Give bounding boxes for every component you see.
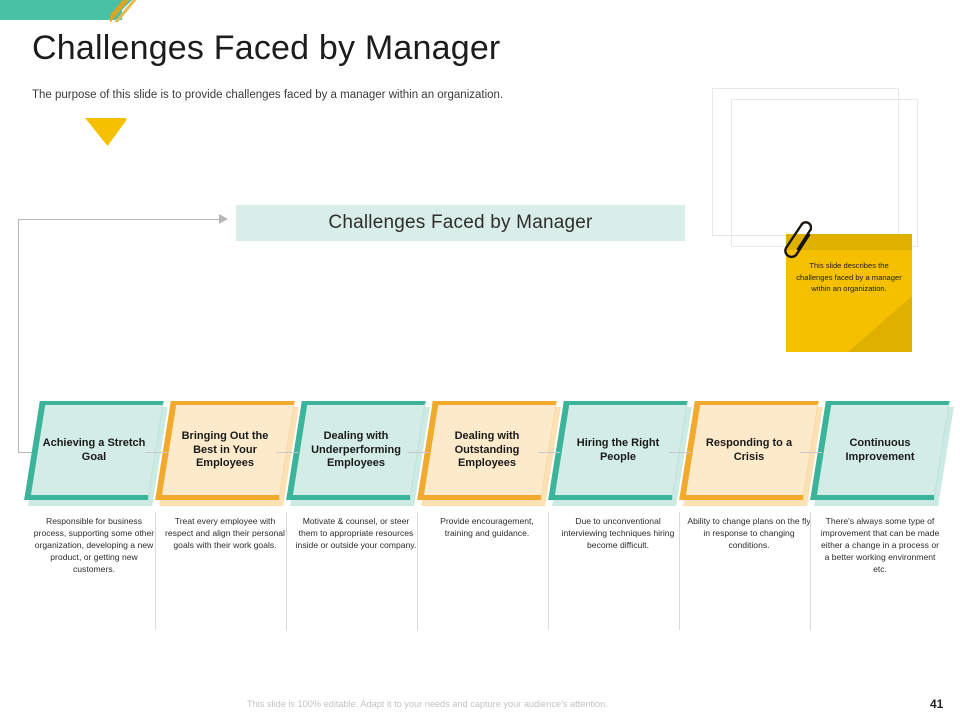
description-divider <box>548 512 549 630</box>
challenge-card[interactable]: Dealing with Underperforming Employees <box>286 401 430 506</box>
paperclip-icon <box>784 221 812 259</box>
page-number: 41 <box>930 697 944 711</box>
card-connector-line <box>800 452 822 453</box>
card-connector-line <box>407 452 429 453</box>
description-divider <box>679 512 680 630</box>
challenge-card[interactable]: Responding to a Crisis <box>679 401 823 506</box>
center-banner: Challenges Faced by Manager <box>236 205 685 241</box>
top-left-banner <box>0 0 122 20</box>
center-banner-label: Challenges Faced by Manager <box>328 212 593 233</box>
challenge-card-title: Bringing Out the Best in Your Employees <box>181 430 269 470</box>
description-divider <box>810 512 811 630</box>
challenge-card-title: Achieving a Stretch Goal <box>42 437 146 463</box>
challenge-card-title: Hiring the Right People <box>576 437 660 463</box>
challenge-card-description: There's always some type of improvement … <box>820 516 940 574</box>
top-left-banner-slant <box>110 0 154 22</box>
page-subtitle: The purpose of this slide is to provide … <box>32 89 504 101</box>
description-divider <box>155 512 156 630</box>
footer-note: This slide is 100% editable. Adapt it to… <box>247 699 608 709</box>
challenge-card-description: Responsible for business process, suppor… <box>33 516 155 574</box>
challenge-card[interactable]: Hiring the Right People <box>548 401 692 506</box>
card-connector-line <box>538 452 560 453</box>
challenge-card[interactable]: Bringing Out the Best in Your Employees <box>155 401 299 506</box>
connector-line-vertical <box>18 219 19 453</box>
description-divider <box>417 512 418 630</box>
card-connector-line <box>145 452 167 453</box>
challenge-card-title: Dealing with Underperforming Employees <box>311 430 401 470</box>
card-connector-line <box>669 452 691 453</box>
sticky-note-top-strip <box>786 234 912 250</box>
challenge-card-title: Dealing with Outstanding Employees <box>454 430 520 470</box>
challenge-card-title: Responding to a Crisis <box>705 437 793 463</box>
description-divider <box>286 512 287 630</box>
challenge-card-title: Continuous Improvement <box>845 437 915 463</box>
challenge-card[interactable]: Dealing with Outstanding Employees <box>417 401 561 506</box>
sticky-note: This slide describes the challenges face… <box>786 234 912 352</box>
challenge-card-description: Provide encouragement, training and guid… <box>440 516 534 538</box>
connector-arrowhead-icon <box>219 214 228 224</box>
challenge-card[interactable]: Achieving a Stretch Goal <box>24 401 168 506</box>
challenge-card-description: Treat every employee with respect and al… <box>165 516 285 550</box>
challenge-card-description: Due to unconventional interviewing techn… <box>561 516 675 550</box>
connector-line-top <box>18 219 222 220</box>
challenge-card-description: Ability to change plans on the fly in re… <box>687 516 811 550</box>
challenge-card[interactable]: Continuous Improvement <box>810 401 954 506</box>
page-title: Challenges Faced by Manager <box>32 29 501 67</box>
card-connector-line <box>276 452 298 453</box>
challenge-card-description: Motivate & counsel, or steer them to app… <box>295 516 417 550</box>
sticky-note-text: This slide describes the challenges face… <box>796 261 902 293</box>
